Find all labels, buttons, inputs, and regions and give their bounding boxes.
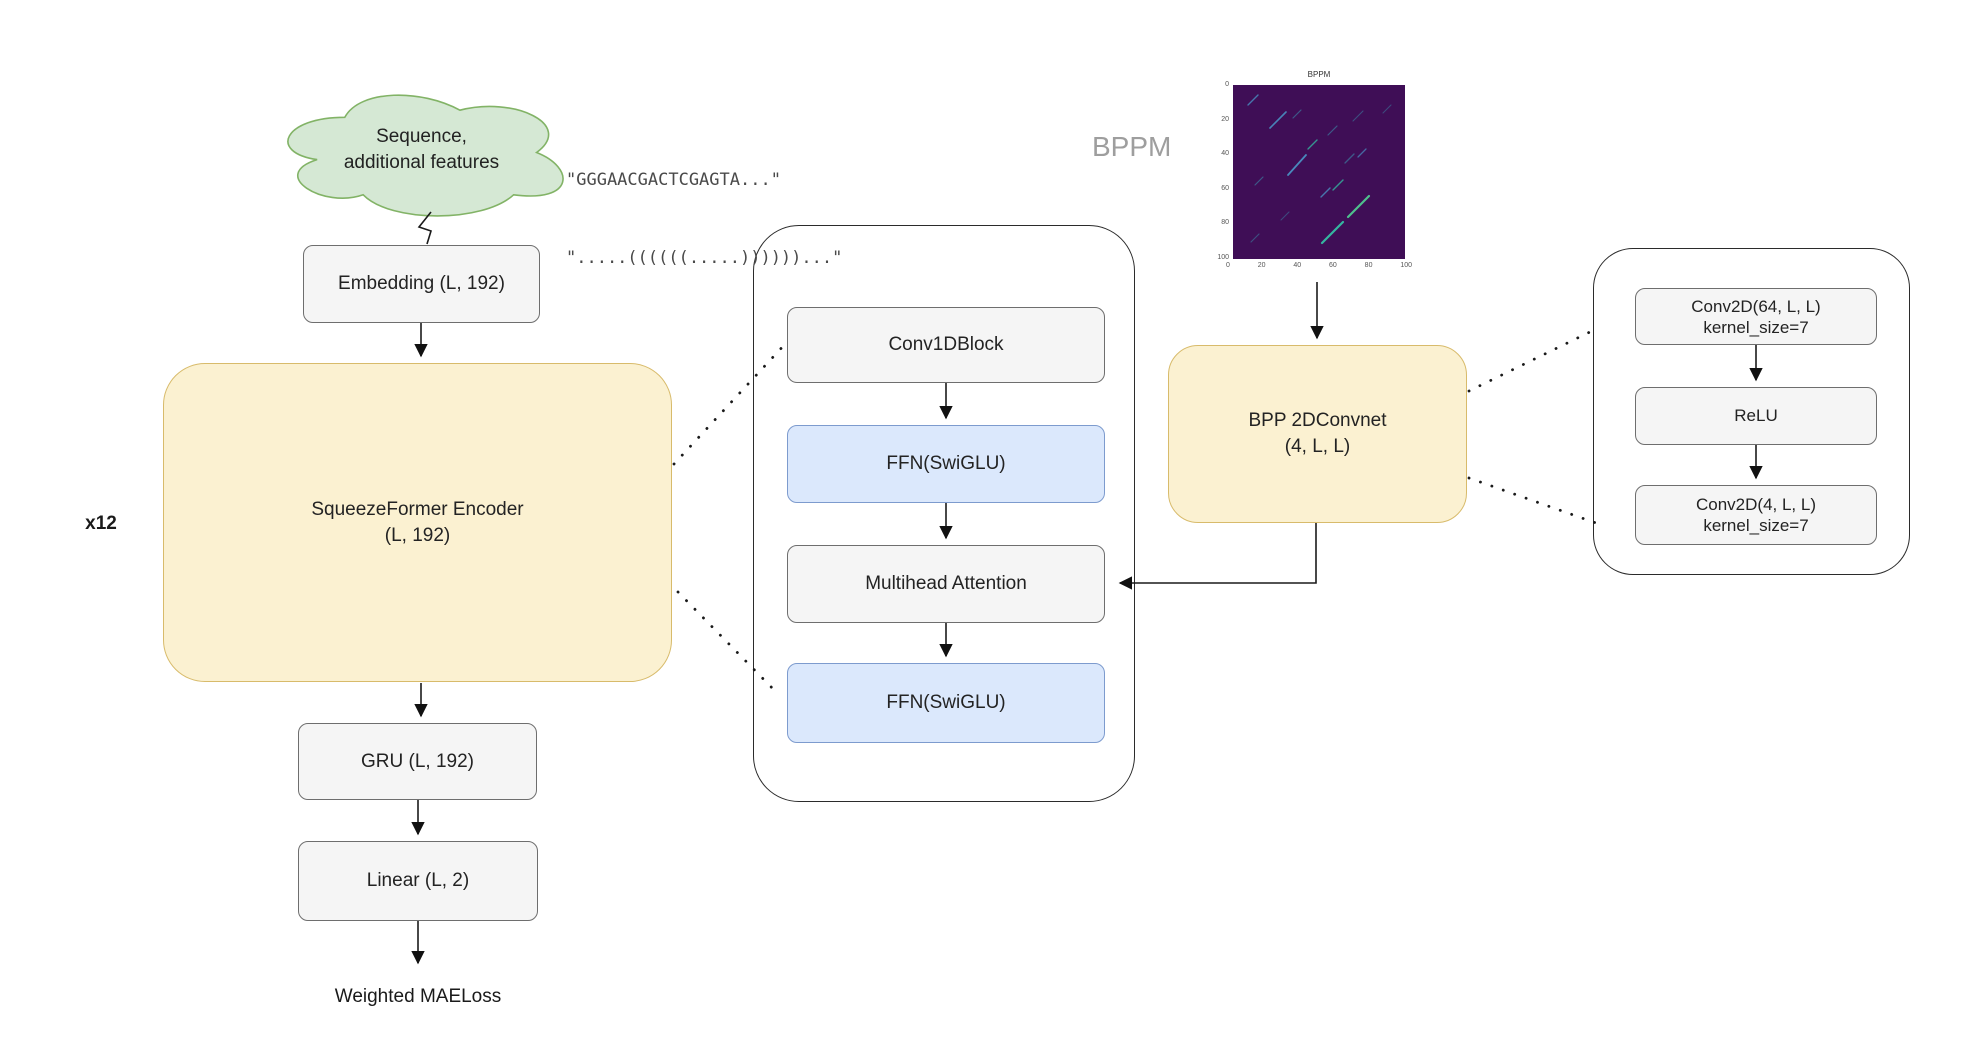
arrow-convnet-mha bbox=[1118, 523, 1317, 590]
tick-label: 100 bbox=[1217, 253, 1229, 261]
linear-label: Linear (L, 2) bbox=[366, 870, 470, 891]
structure-string: ".....((((((.....))))))..." bbox=[566, 248, 843, 268]
embedding-box: Embedding (L, 192) bbox=[303, 245, 540, 323]
ffn2-label: FFN(SwiGLU) bbox=[886, 692, 1006, 713]
bpp-convnet-line2: (4, L, L) bbox=[1284, 436, 1351, 457]
tick-label: 0 bbox=[1225, 81, 1229, 88]
mha-label: Multihead Attention bbox=[865, 573, 1027, 594]
conv2d-64-line1: Conv2D(64, L, L) bbox=[1691, 296, 1821, 316]
encoder-label-line1: SqueezeFormer Encoder bbox=[311, 498, 524, 520]
repeat-x12-label: x12 bbox=[85, 513, 117, 534]
linear-box: Linear (L, 2) bbox=[298, 841, 538, 921]
sequence-string: "GGGAACGACTCGAGTA..." bbox=[566, 170, 781, 190]
bppm-streaks bbox=[1247, 94, 1392, 245]
tick-label: 80 bbox=[1221, 219, 1229, 227]
conv2d-64-box: Conv2D(64, L, L) kernel_size=7 bbox=[1635, 288, 1877, 345]
cloud-label-line1: Sequence, bbox=[376, 126, 467, 147]
gru-label: GRU (L, 192) bbox=[361, 750, 474, 772]
gru-box: GRU (L, 192) bbox=[298, 723, 537, 800]
bppm-yticks: 0 20 40 60 80 100 bbox=[1204, 81, 1229, 261]
tick-label: 40 bbox=[1221, 150, 1229, 158]
relu-box: ReLU bbox=[1635, 387, 1877, 445]
conv1dblock-label: Conv1DBlock bbox=[888, 334, 1004, 355]
relu-label: ReLU bbox=[1734, 406, 1778, 425]
tick-label: 60 bbox=[1221, 184, 1229, 192]
multihead-attention-box: Multihead Attention bbox=[787, 545, 1105, 623]
ffn1-label: FFN(SwiGLU) bbox=[886, 453, 1006, 474]
cloud-label: Sequence, additional features bbox=[268, 124, 575, 176]
bppm-xticks: 0 20 40 60 80 100 bbox=[1226, 262, 1412, 269]
connector-cloud-embedding bbox=[417, 211, 432, 245]
conv2d-4-line1: Conv2D(4, L, L) bbox=[1696, 495, 1816, 514]
tick-label: 0 bbox=[1226, 262, 1230, 269]
tick-label: 80 bbox=[1364, 262, 1373, 269]
bppm-plot-title: BPPM bbox=[1307, 70, 1331, 79]
conv2d-64-line2: kernel_size=7 bbox=[1703, 317, 1809, 337]
encoder-label-line2: (L, 192) bbox=[384, 524, 451, 546]
bpp-2dconvnet-box: BPP 2DConvnet (4, L, L) bbox=[1168, 345, 1467, 523]
bppm-big-label: BPPM bbox=[1092, 131, 1172, 162]
cloud-label-line2: additional features bbox=[343, 152, 500, 173]
tick-label: 20 bbox=[1257, 262, 1266, 269]
sequence-example: "GGGAACGACTCGAGTA..." ".....((((((.....)… bbox=[566, 115, 842, 323]
bppm-plot-area bbox=[1233, 85, 1405, 259]
conv2d-4-box: Conv2D(4, L, L) kernel_size=7 bbox=[1635, 485, 1877, 545]
dotted-convnet-detail-top bbox=[1467, 327, 1598, 393]
ffn-swiglu-box-2: FFN(SwiGLU) bbox=[787, 663, 1105, 743]
conv2d-4-line2: kernel_size=7 bbox=[1703, 516, 1809, 535]
squeezeformer-encoder-box: SqueezeFormer Encoder (L, 192) bbox=[163, 363, 672, 682]
tick-label: 100 bbox=[1400, 262, 1412, 269]
ffn-swiglu-box-1: FFN(SwiGLU) bbox=[787, 425, 1105, 503]
bppm-heatmap: BPPM 0 20 40 60 80 100 bbox=[1160, 66, 1430, 278]
embedding-label: Embedding (L, 192) bbox=[338, 273, 505, 294]
tick-label: 20 bbox=[1221, 115, 1229, 123]
tick-label: 60 bbox=[1329, 262, 1337, 269]
dotted-convnet-detail-bottom bbox=[1467, 476, 1598, 525]
tick-label: 40 bbox=[1293, 262, 1302, 269]
loss-label: Weighted MAELoss bbox=[334, 986, 502, 1007]
bpp-convnet-line1: BPP 2DConvnet bbox=[1248, 410, 1387, 431]
